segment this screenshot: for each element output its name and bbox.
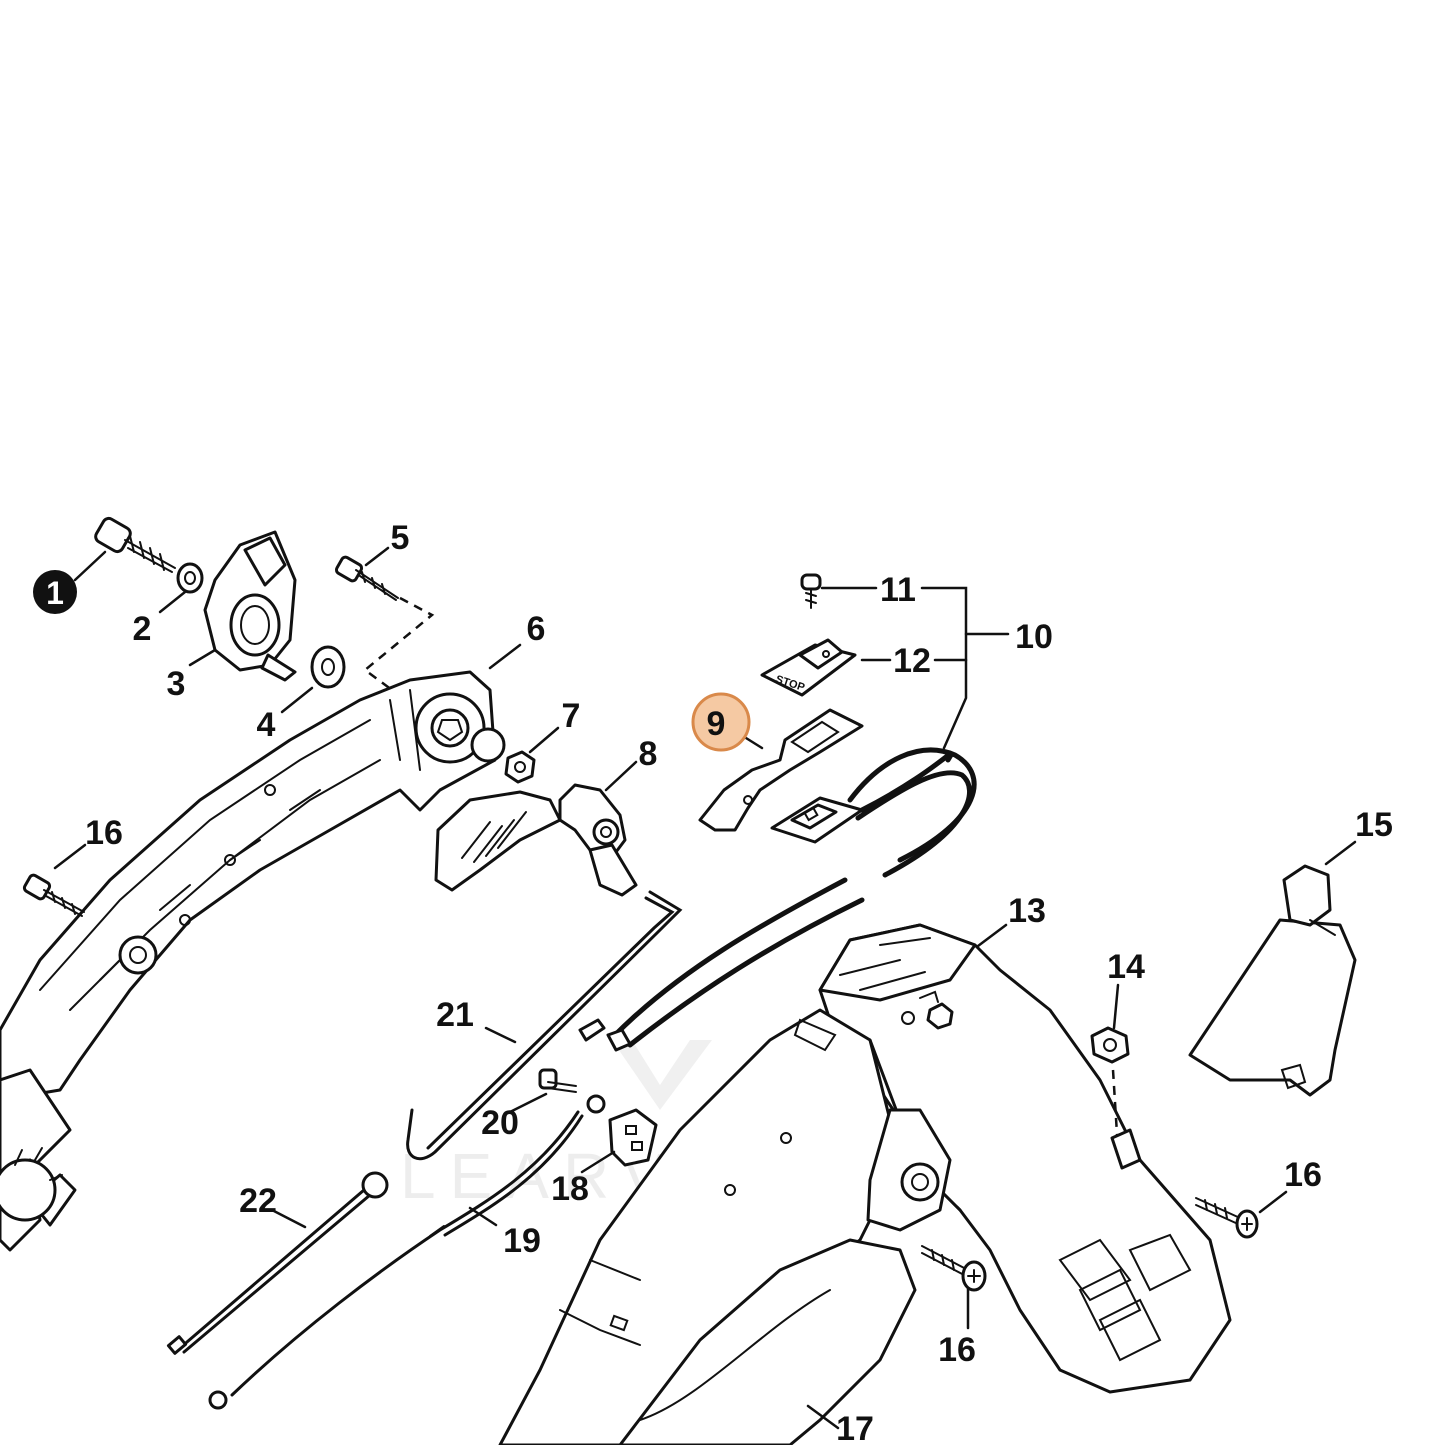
callout-17-label: 17 (836, 1410, 874, 1445)
assembly-path-5 (362, 596, 435, 692)
callout-2-label: 2 (133, 610, 152, 648)
callout-18-label: 18 (551, 1170, 589, 1208)
callout-4-label: 4 (257, 706, 276, 744)
part-3-clamp (203, 530, 297, 682)
callout-11-label: 11 (880, 571, 916, 609)
callout-7-label: 7 (562, 697, 581, 735)
callout-6-label: 6 (527, 610, 546, 648)
part-14-nut (1090, 1026, 1130, 1064)
part-12-stop-cover: STOP (760, 638, 857, 697)
callout-5-label: 5 (391, 519, 410, 557)
part-17-blower-tube (498, 1008, 952, 1445)
kill-switch (770, 796, 864, 844)
part-4-washer (310, 645, 346, 689)
part-19-ground-wire (208, 1094, 606, 1410)
part-9-switch-plate (698, 708, 864, 832)
callout-16b-label: 16 (1284, 1156, 1322, 1194)
handle-housing (0, 670, 506, 1252)
callout-1: 1 (33, 570, 77, 614)
callout-14-label: 14 (1107, 948, 1145, 986)
part-11-screw (800, 573, 822, 609)
callout-9-label: 9 (707, 705, 726, 743)
part-5-screw (334, 555, 399, 601)
leader-lines (53, 546, 1357, 1430)
part-20-screw (538, 1068, 577, 1093)
callout-16c-label: 16 (938, 1331, 976, 1369)
part-15-cover (1188, 864, 1357, 1097)
part-1-bolt (94, 516, 176, 573)
callout-9-highlight: 9 (691, 692, 751, 752)
callout-21-label: 21 (436, 996, 474, 1034)
callout-13-label: 13 (1008, 892, 1046, 930)
part-13-main-housing (818, 923, 1232, 1394)
part-16-screw-bottom (921, 1245, 987, 1292)
part-18-bracket (608, 1108, 658, 1167)
part-21-throttle-rod (406, 890, 683, 1161)
part-16-screw-right (1195, 1197, 1259, 1239)
callout-3-label: 3 (167, 665, 186, 703)
callout-22-label: 22 (239, 1182, 277, 1220)
callout-19-label: 19 (503, 1222, 541, 1260)
part-16-screw-left (22, 873, 85, 917)
callout-10-label: 10 (1015, 618, 1053, 656)
callout-8-label: 8 (639, 735, 658, 773)
part-7-nut (504, 750, 536, 784)
part-22-rod (166, 1171, 389, 1355)
callout-16a-label: 16 (85, 814, 123, 852)
switch-cable (578, 747, 977, 1052)
callout-12-label: 12 (893, 642, 931, 680)
callout-20-label: 20 (481, 1104, 519, 1142)
callout-1-label: 1 (46, 575, 64, 611)
part-8-throttle-trigger (434, 783, 638, 897)
part-2-washer (176, 562, 204, 594)
callout-15-label: 15 (1355, 806, 1393, 844)
